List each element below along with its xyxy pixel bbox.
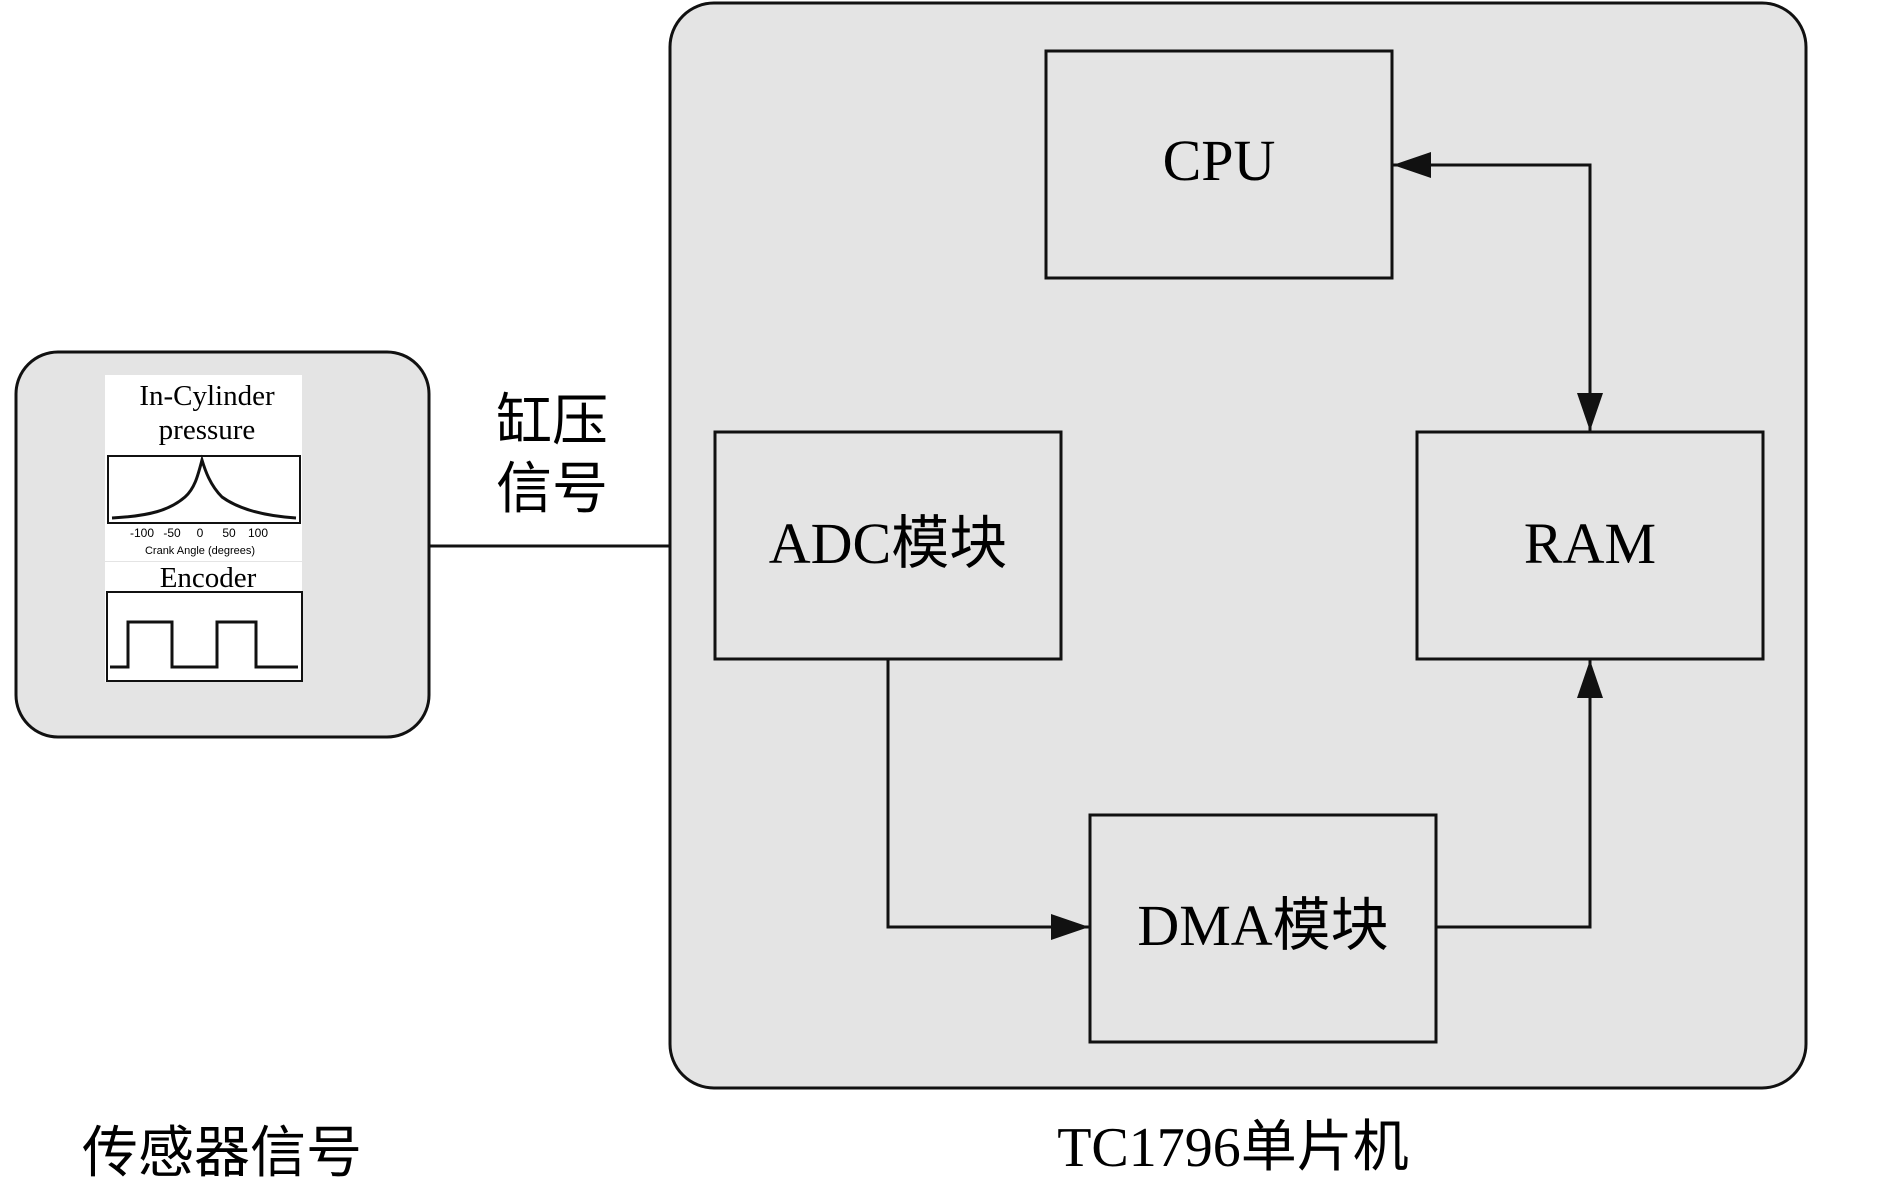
- sensor-panel: In-Cylinder pressure -100 -50 0 50 100 C…: [14, 350, 431, 739]
- cpu-ram-bidirectional-arrow: [1393, 152, 1603, 431]
- dma-block: DMA模块: [1088, 813, 1438, 1044]
- adc-label: ADC模块: [769, 511, 1007, 576]
- encoder-plot: Encoder: [105, 562, 303, 682]
- pressure-tick-5: 100: [248, 526, 268, 540]
- encoder-title: Encoder: [160, 562, 257, 594]
- ram-label: RAM: [1524, 511, 1656, 576]
- pressure-curve: [111, 454, 297, 520]
- encoder-square-wave: [110, 620, 298, 669]
- pressure-axis-label: Crank Angle (degrees): [145, 545, 255, 557]
- pressure-tick-2: -50: [163, 526, 181, 540]
- signal-label-line1: 缸压: [496, 391, 608, 453]
- pressure-tick-3: 0: [197, 526, 204, 540]
- adc-to-dma-arrow: [886, 660, 1089, 940]
- pressure-tick-4: 50: [222, 526, 236, 540]
- pressure-title-line2: pressure: [159, 414, 256, 446]
- dma-to-ram-arrow: [1437, 660, 1603, 929]
- sensor-caption: 传感器信号: [82, 1123, 362, 1181]
- ram-block: RAM: [1415, 430, 1765, 661]
- pressure-plot: In-Cylinder pressure -100 -50 0 50 100 C…: [105, 375, 302, 561]
- adc-block: ADC模块: [713, 430, 1063, 661]
- dma-label: DMA模块: [1137, 893, 1388, 958]
- pressure-tick-1: -100: [130, 526, 154, 540]
- cpu-label: CPU: [1163, 128, 1276, 193]
- mcu-caption: TC1796单片机: [1057, 1117, 1409, 1179]
- cpu-block: CPU: [1044, 49, 1394, 280]
- pressure-title-line1: In-Cylinder: [139, 380, 275, 412]
- signal-label-line2: 信号: [496, 459, 608, 521]
